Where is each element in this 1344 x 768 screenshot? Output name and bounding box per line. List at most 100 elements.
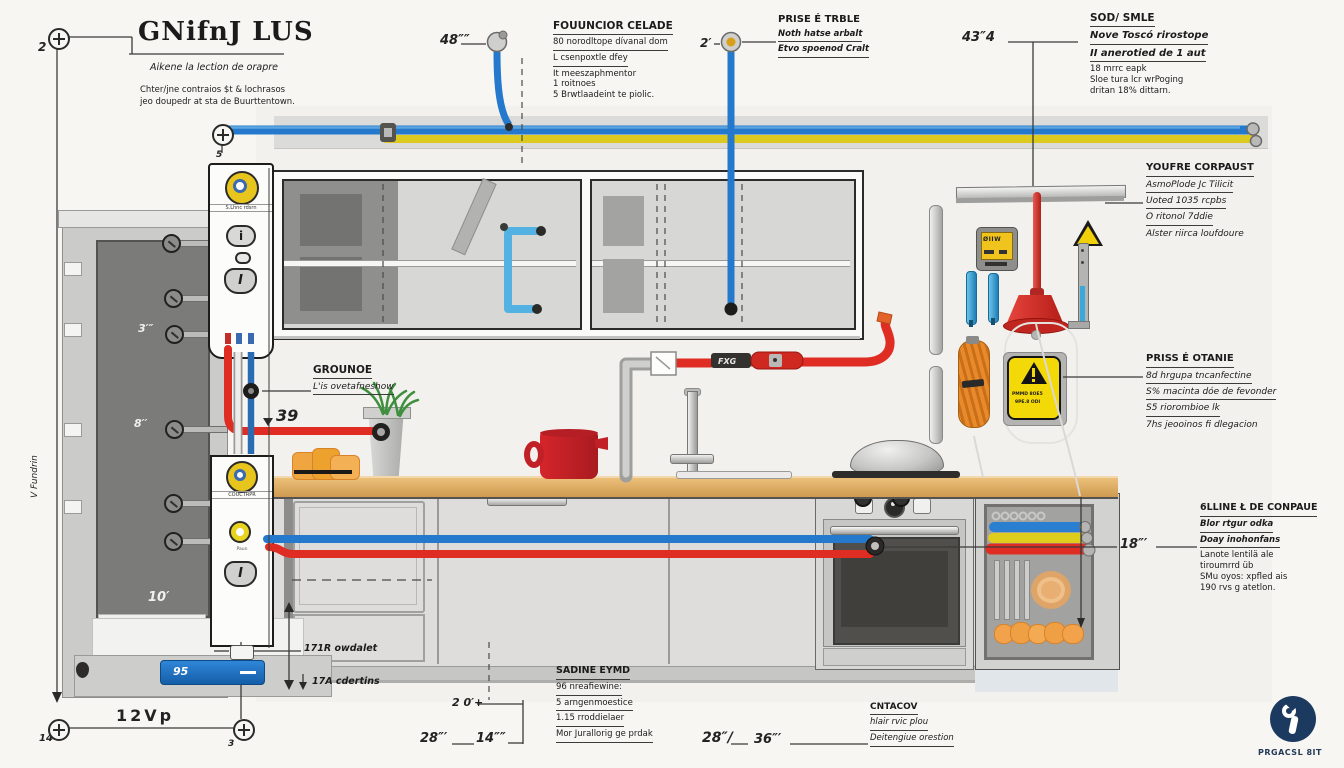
panel1-terminal-blue [248, 333, 254, 344]
mid-red-cable: FXG [650, 311, 895, 376]
title-note-1: Chter/jne contraios $t & lochrasos [140, 85, 286, 95]
wall-rail [929, 366, 943, 444]
oven-handle [830, 526, 959, 535]
plunger-handle [1033, 192, 1041, 292]
gray-conduit [619, 357, 663, 483]
note-block-cntacov: CNTACOV hlair rvic plou Deitengiue orest… [870, 702, 954, 750]
fridge-dim-10: 10′ [148, 590, 170, 605]
note-block-priss: PRISS É OTANIE 8d hrgupa tncanfectine S%… [1146, 353, 1277, 431]
base-divider [437, 496, 439, 664]
note-line: Sloe tura lcr wrPoging [1090, 74, 1184, 85]
note-line: 96 nreafiewine: [556, 682, 623, 696]
panel2-label: COUCTRPR [212, 491, 272, 499]
note-block-sod: SOD/ SMLE Nove Toscó rirostope II anerot… [1090, 12, 1209, 97]
plunger-joint [1030, 288, 1044, 297]
note-line: 1 roitnoes [553, 79, 596, 90]
dim-36: 36″′ [754, 732, 782, 747]
note-title: SADINE EYMD [556, 665, 631, 680]
note-block-sadine: SADINE EYMD 96 nreafiewine: 5 arngenmoes… [556, 665, 653, 746]
storage-rod [994, 560, 1000, 620]
warning-sign-exclaim-dot [1032, 379, 1035, 382]
electrical-panel-2: COUCTRPR Paun I [210, 455, 274, 647]
note-title: PRISE É TRBLE [778, 14, 860, 25]
outlet-connector [230, 645, 254, 660]
inter-panel-conduits [233, 352, 259, 454]
caliper-foot [1068, 321, 1090, 329]
keypad-key [999, 250, 1007, 254]
note-block-fouuncior: FOUUNCIOR CELADE 80 norodltope dívanal d… [553, 20, 688, 102]
note-line: Uoted 1035 rcpbs [1146, 196, 1227, 210]
red-mug-spout [595, 437, 608, 450]
dim-48: 48″″ [440, 33, 470, 48]
note-line: Mor Jurallorig ge prdak [556, 729, 653, 743]
plant-leaves [360, 381, 420, 418]
screw-icon [164, 532, 183, 551]
screw-icon [165, 325, 184, 344]
cabinet-blue-elbows [500, 223, 546, 314]
panel2-small-label: Paun [236, 547, 248, 552]
arrow-39-icon [263, 418, 273, 426]
panel1-terminal-blue [236, 333, 242, 344]
note-line: II anerotied de 1 aut [1090, 48, 1206, 63]
base-divider [668, 496, 670, 664]
keypad-label: ØIIW [983, 236, 1002, 243]
note-line: SMu oyos: xpfled ais [1200, 571, 1288, 582]
vent-slot [64, 262, 82, 276]
cabinet-gray-square [603, 259, 644, 313]
oven-window-inner [841, 551, 948, 627]
electrical-panel-1: S.Lhnc rdsrn i I [208, 163, 274, 359]
dim-28b: 28″/ [702, 730, 733, 746]
stored-cable-tubes [985, 511, 1096, 557]
plant-pot [368, 414, 404, 476]
warning-sign-text: 9PE.8 ODI [1015, 400, 1041, 405]
dimension-lines [56, 36, 1197, 745]
note-block-slline: 6LLINE Ł DE CONPAUE Blor rtgur odka Doay… [1200, 502, 1318, 595]
orange-chunk [1062, 624, 1084, 644]
note-line: It meeszaphmentor [553, 68, 637, 79]
panel1-button-small [235, 252, 251, 264]
ceiling-connector-48 [486, 30, 513, 131]
note-line: 190 rvs g atetlon. [1200, 582, 1276, 593]
note-line: 18 mrrc eapk [1090, 64, 1147, 75]
note-title: PRISS É OTANIE [1146, 353, 1234, 368]
vent-slot [64, 500, 82, 514]
note-line: Lanote lentilä ale [1200, 550, 1274, 561]
base-filler-dark [284, 497, 293, 649]
note-line: tiroumrrd üb [1200, 561, 1254, 572]
plate-center [1041, 581, 1061, 599]
datum-marker [48, 28, 70, 50]
note-title: SOD/ SMLE [1090, 12, 1155, 28]
cabinet-shadow [272, 336, 860, 339]
panel1-button-i: i [226, 225, 256, 247]
note-block-grounoe: GROUNOE L'is ovetafneshow [313, 364, 394, 398]
note-title: CNTACOV [870, 702, 918, 716]
dim-2: 2 [38, 40, 47, 54]
dim-28a: 28″′ [420, 731, 448, 746]
note-title: GROUNOE [313, 364, 373, 380]
wire-end-caps [1246, 122, 1263, 148]
datum-marker [233, 719, 255, 741]
panel2-yellow-core [236, 528, 244, 536]
cooktop-base [832, 471, 960, 478]
ceiling-connector-2 [720, 31, 742, 316]
panel1-logo-core [233, 179, 247, 193]
note-line: O ritonol 7ddie [1146, 212, 1213, 226]
dim-20: 2 0′+ [452, 696, 484, 709]
screw-icon [164, 289, 183, 308]
outlet-label-1: 171R owdalet [304, 643, 378, 654]
storage-rod [1024, 560, 1030, 620]
note-title: YOUFRE CORPAUST [1146, 162, 1254, 177]
brand-logo-text: PRGACSL 8IT [1258, 748, 1322, 757]
tester-pen-tip [969, 320, 973, 327]
cabinet-dark-square [300, 194, 362, 246]
cord-clip-top [966, 336, 979, 344]
keypad-key [984, 250, 994, 254]
note-line: Doay inohonfans [1200, 535, 1281, 549]
warning-sign-exclaim [1032, 368, 1035, 377]
side-label-rotated: V Fundrin [30, 455, 40, 498]
note-line: 7hs jeooinos fi dlegacion [1146, 419, 1258, 430]
note-line: S% macinta dóe de fevonder [1146, 387, 1277, 401]
fridge-dim-8: 8′′ [134, 417, 148, 430]
